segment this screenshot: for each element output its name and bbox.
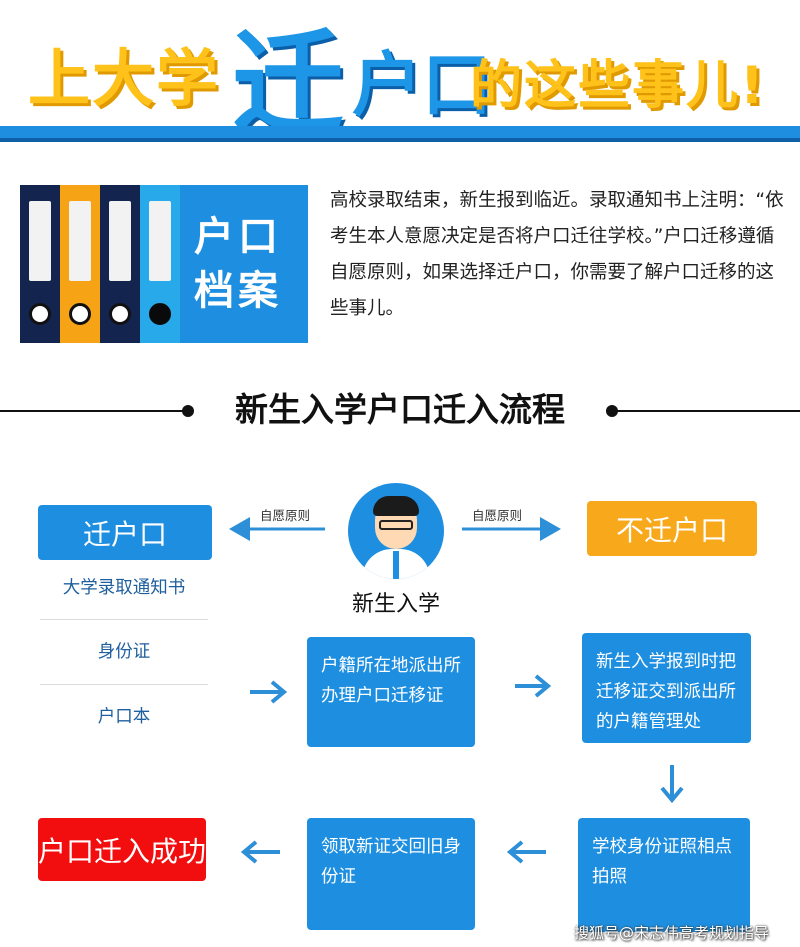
binder-lightblue	[140, 185, 180, 343]
title-part-hukou: 户口	[352, 44, 492, 126]
step-id-photo: 学校身份证照相点拍照	[578, 818, 750, 932]
chevron-left-icon-2	[240, 840, 280, 864]
document-item-household-register: 户口本	[97, 707, 151, 727]
header-underline	[0, 126, 800, 138]
binder-navy	[20, 185, 60, 343]
document-separator	[40, 619, 208, 620]
chevron-right-icon-2	[515, 674, 552, 698]
arrow-label-left: 自愿原则	[260, 508, 311, 523]
header-underline-shadow	[0, 138, 800, 142]
move-hukou-box: 迁户口	[38, 505, 212, 560]
intro-paragraph: 高校录取结束，新生报到临近。录取通知书上注明：“依考生本人意愿决定是否将户口迁往…	[330, 190, 784, 319]
chevron-right-icon-1	[250, 680, 288, 704]
binder-navy-2	[100, 185, 140, 343]
step-submit-certificate: 新生入学报到时把迁移证交到派出所的户籍管理处	[582, 633, 751, 743]
title-part-university: 上大学	[28, 42, 221, 115]
student-label: 新生入学	[351, 592, 440, 617]
student-avatar-icon	[348, 483, 444, 579]
section-dot-right	[606, 405, 618, 417]
section-divider-left	[0, 410, 186, 412]
arrow-label-right: 自愿原则	[472, 508, 523, 523]
binder-cover-line2: 档案	[194, 268, 282, 314]
title-part-move: 迁	[232, 19, 344, 149]
binder-orange	[60, 185, 100, 343]
no-move-hukou-box: 不迁户口	[587, 501, 757, 556]
chevron-left-icon-1	[506, 840, 546, 864]
document-item-admission-letter: 大学录取通知书	[62, 578, 186, 598]
document-separator	[40, 684, 208, 685]
step-police-station-certificate: 户籍所在地派出所办理户口迁移证	[307, 637, 475, 747]
binder-cover-line1: 户口	[194, 214, 282, 260]
hukou-success-box: 户口迁入成功	[38, 818, 206, 881]
chevron-down-icon	[660, 765, 684, 804]
title-part-matters: 的这些事儿!	[470, 56, 766, 116]
document-item-id-card: 身份证	[97, 642, 151, 662]
section-title: 新生入学户口迁入流程	[235, 390, 565, 429]
section-dot-left	[182, 405, 194, 417]
section-divider-right	[614, 410, 800, 412]
file-binder-icon: 户口 档案	[20, 185, 308, 343]
watermark: 搜狐号@宋志伟高考规划指导	[574, 924, 770, 942]
binder-cover: 户口 档案	[180, 185, 308, 343]
step-collect-new-id: 领取新证交回旧身份证	[307, 818, 475, 930]
